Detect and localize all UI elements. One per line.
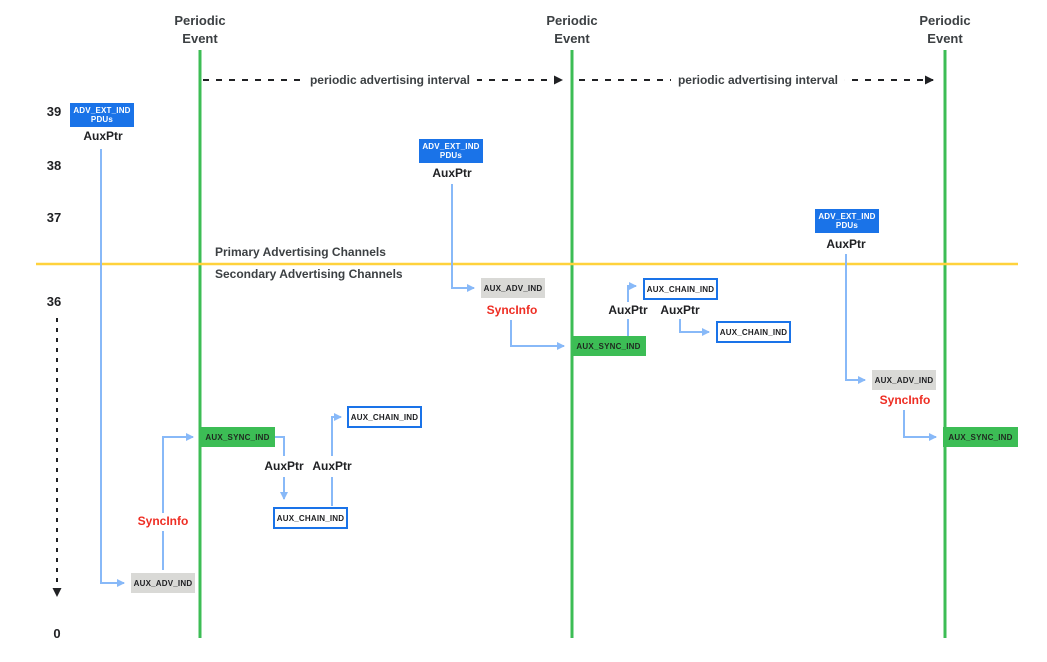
periodic-event-line2: Event: [182, 31, 218, 46]
axis-tick-39: 39: [46, 104, 62, 119]
aux-chain-ind-box-1: AUX_CHAIN_IND: [347, 406, 422, 428]
chain-connector-3b: [627, 282, 637, 302]
adv-ext-ind-label: ADV_EXT_IND: [422, 142, 480, 151]
aux-ptr-label-1: AuxPtr: [83, 129, 123, 143]
periodic-event-label-3: Periodic Event: [890, 12, 1000, 48]
periodic-event-line2: Event: [927, 31, 963, 46]
periodic-event-label-2: Periodic Event: [517, 12, 627, 48]
aux-chain-ind-box-4: AUX_CHAIN_IND: [716, 321, 791, 343]
aux-adv-ind-box-3: AUX_ADV_IND: [872, 370, 936, 390]
chain-connector-2b: [331, 413, 342, 456]
aux-ptr-label-3: AuxPtr: [826, 237, 866, 251]
adv-ext-ind-label: ADV_EXT_IND: [73, 106, 131, 115]
aux-sync-ind-box-3: AUX_SYNC_IND: [943, 427, 1018, 447]
pdus-label: PDUs: [835, 221, 859, 230]
sync-info-label-1: SyncInfo: [137, 514, 189, 528]
periodic-event-line1: Periodic: [174, 13, 226, 28]
aux-ptr-label-7: AuxPtr: [660, 303, 700, 317]
interval-label-2: periodic advertising interval: [670, 73, 846, 87]
aux-sync-ind-box-1: AUX_SYNC_IND: [200, 427, 275, 447]
axis-tick-37: 37: [46, 210, 62, 225]
pdus-label: PDUs: [439, 151, 463, 160]
sync-info-connector-2: [510, 320, 565, 350]
pdus-label: PDUs: [90, 115, 114, 124]
axis-tick-36: 36: [46, 294, 62, 309]
axis-tick-0: 0: [53, 626, 61, 641]
aux-ptr-connector-2: [451, 184, 475, 292]
aux-adv-ind-box-1: AUX_ADV_IND: [131, 573, 195, 593]
aux-chain-ind-box-3: AUX_CHAIN_IND: [643, 278, 718, 300]
aux-ptr-connector-1: [100, 149, 125, 587]
adv-ext-ind-label: ADV_EXT_IND: [818, 212, 876, 221]
chain-connector-1a: [274, 436, 285, 456]
sync-info-connector-1b: [162, 433, 194, 513]
sync-info-label-2: SyncInfo: [486, 303, 538, 317]
sync-info-label-3: SyncInfo: [879, 393, 931, 407]
secondary-channels-label: Secondary Advertising Channels: [215, 267, 403, 281]
aux-ptr-connector-3: [845, 254, 866, 384]
sync-info-connector-3: [903, 410, 937, 441]
aux-ptr-label-6: AuxPtr: [608, 303, 648, 317]
axis-tick-38: 38: [46, 158, 62, 173]
periodic-event-line1: Periodic: [919, 13, 971, 28]
aux-ptr-label-4: AuxPtr: [264, 459, 304, 473]
primary-channels-label: Primary Advertising Channels: [215, 245, 386, 259]
periodic-event-line2: Event: [554, 31, 590, 46]
aux-ptr-label-2: AuxPtr: [432, 166, 472, 180]
periodic-event-label-1: Periodic Event: [145, 12, 255, 48]
periodic-event-line1: Periodic: [546, 13, 598, 28]
interval-label-1: periodic advertising interval: [302, 73, 478, 87]
adv-ext-ind-box-1: ADV_EXT_IND PDUs: [70, 103, 134, 127]
adv-ext-ind-box-2: ADV_EXT_IND PDUs: [419, 139, 483, 163]
aux-chain-ind-box-2: AUX_CHAIN_IND: [273, 507, 348, 529]
aux-ptr-label-5: AuxPtr: [312, 459, 352, 473]
chain-connector-4: [679, 319, 710, 336]
aux-sync-ind-box-2: AUX_SYNC_IND: [571, 336, 646, 356]
aux-adv-ind-box-2: AUX_ADV_IND: [481, 278, 545, 298]
adv-ext-ind-box-3: ADV_EXT_IND PDUs: [815, 209, 879, 233]
